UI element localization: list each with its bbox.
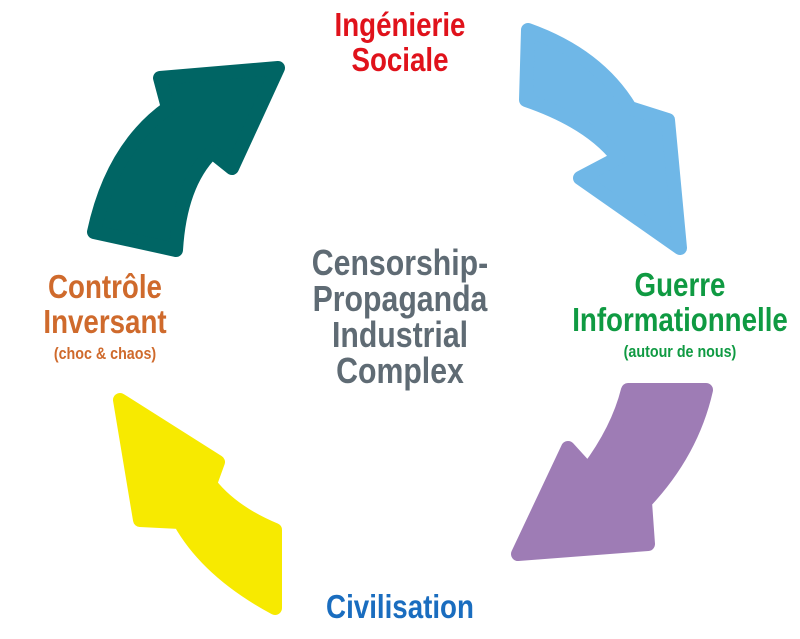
arrow-bottom-left: [113, 393, 282, 615]
arrow-bottom-right: [511, 383, 713, 561]
center-line1: Censorship-: [311, 242, 489, 283]
node-top-line1: Ingénierie: [334, 6, 466, 43]
arrow-top-left: [87, 61, 285, 257]
center-line4: Complex: [336, 350, 464, 391]
node-left-line2: Inversant: [43, 302, 167, 340]
node-ingenierie-sociale: Ingénierie Sociale: [274, 6, 526, 78]
node-right-sub: (autour de nous): [623, 342, 737, 362]
node-left-line1: Contrôle: [48, 268, 162, 305]
center-line3: Industrial: [331, 314, 469, 355]
node-civilisation: Civilisation: [274, 588, 526, 625]
node-guerre-informationnelle: Guerre Informationnelle (autour de nous): [554, 266, 800, 362]
node-controle-inversant: Contrôle Inversant (choc & chaos): [0, 268, 210, 364]
arrow-top-right: [519, 23, 687, 255]
node-right-line1: Guerre: [634, 266, 726, 303]
center-title: Censorship- Propaganda Industrial Comple…: [266, 245, 535, 389]
center-line2: Propaganda: [312, 278, 488, 319]
node-right-line2: Informationnelle: [572, 300, 788, 338]
node-top-line2: Sociale: [351, 40, 449, 78]
node-bottom-line1: Civilisation: [326, 588, 474, 625]
node-left-sub: (choc & chaos): [53, 344, 157, 364]
